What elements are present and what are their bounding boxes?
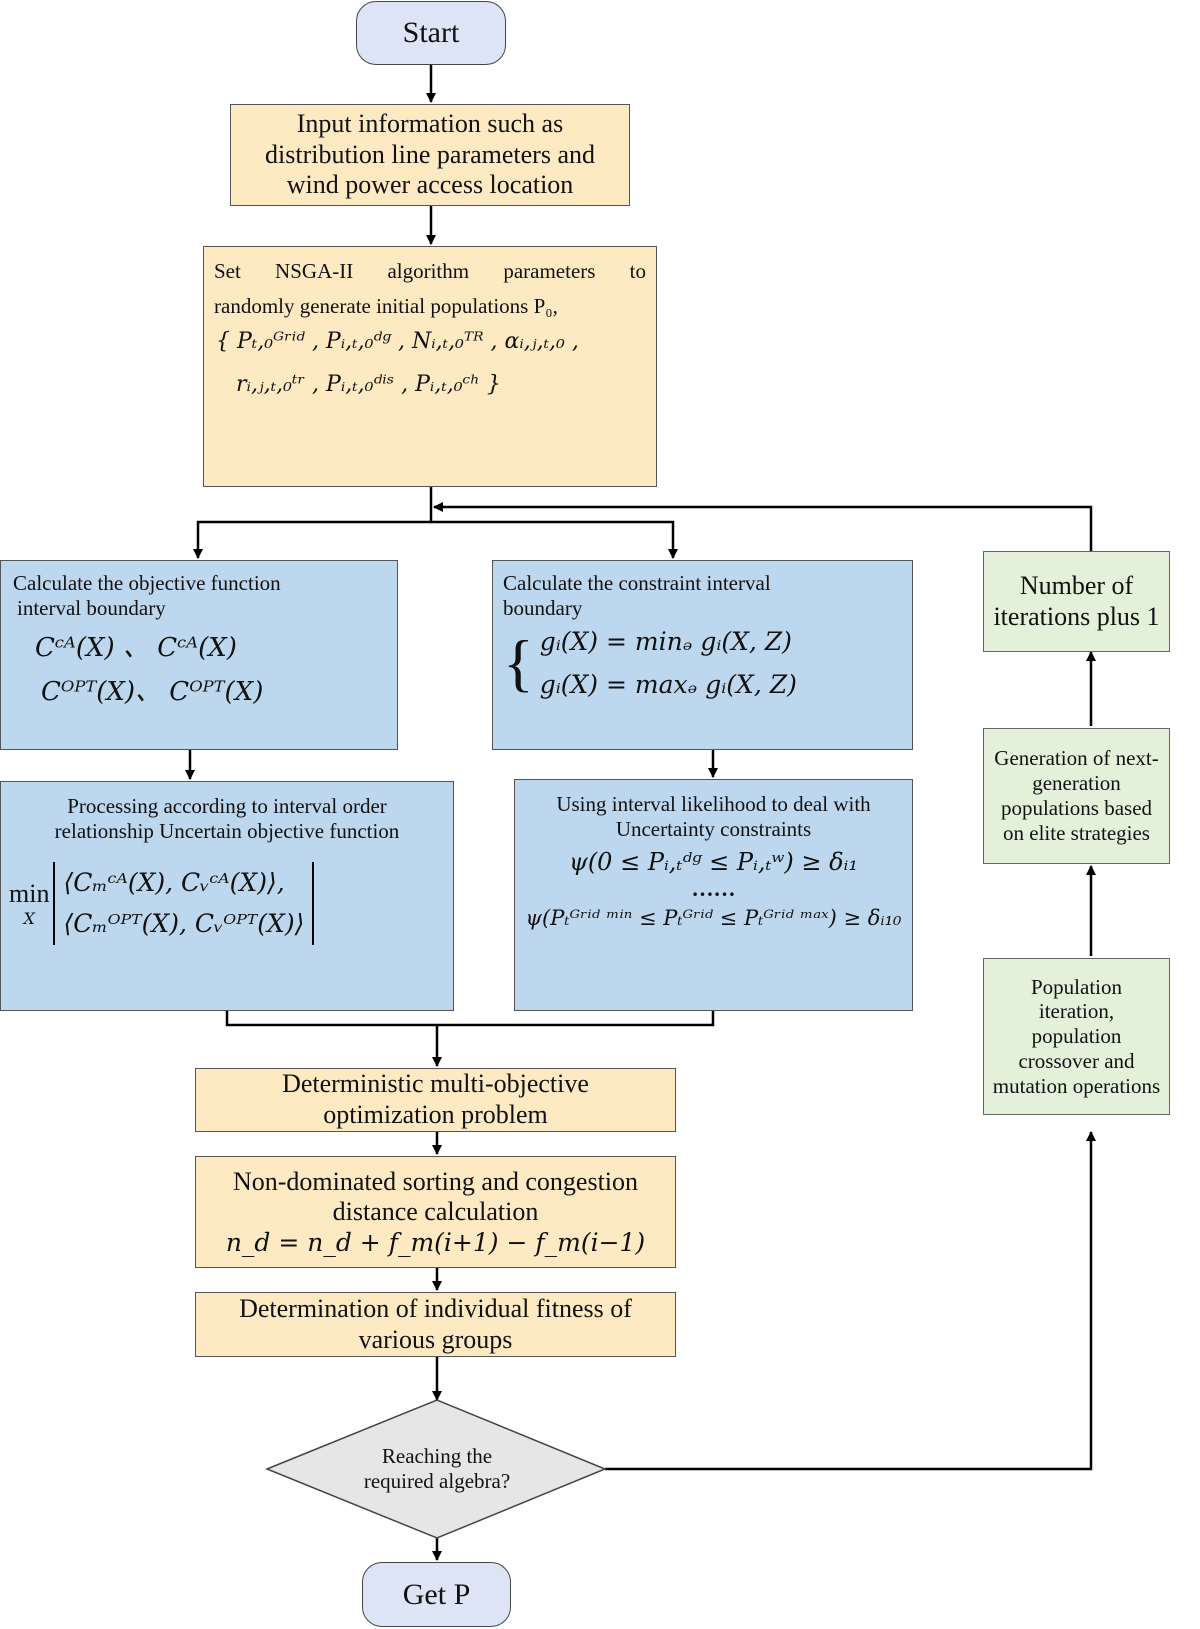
interval-order-title-2: relationship Uncertain objective functio… [54, 818, 400, 843]
next-gen-line-1: Generation of next- [994, 746, 1159, 771]
likelihood-box: Using interval likelihood to deal with U… [514, 779, 913, 1011]
arrow-nsga-to-constraint [431, 520, 678, 559]
population-line-3: population [1031, 1024, 1122, 1049]
constraint-boundary-box: Calculate the constraint interval bounda… [492, 560, 913, 750]
constraint-formula-2: gᵢ(X) = maxₔ gᵢ(X, Z) [539, 670, 797, 700]
likelihood-title-1: Using interval likelihood to deal with [556, 792, 871, 816]
start-terminal: Start [356, 1, 506, 65]
min-operator: min [9, 878, 50, 908]
input-info-line-2: distribution line parameters and [265, 139, 595, 169]
interval-order-box: Processing according to interval order r… [0, 781, 454, 1011]
fitness-line-1: Determination of individual fitness of [239, 1293, 632, 1323]
objective-boundary-box: Calculate the objective function interva… [0, 560, 398, 750]
decision-line-2: required algebra? [363, 1469, 511, 1493]
nsga-line-1: Set NSGA-II algorithm parameters to [214, 259, 646, 283]
constraint-title-1: Calculate the constraint interval [503, 571, 771, 595]
interval-order-title-1: Processing according to interval order [67, 794, 387, 818]
interval-order-formula-1: ⟨Cₘᶜᴬ(X), Cᵥᶜᴬ(X)⟩, [63, 867, 285, 897]
next-gen-line-2: generation [1032, 771, 1121, 796]
fitness-box: Determination of individual fitness of v… [195, 1292, 676, 1357]
objective-title-1: Calculate the objective function [13, 571, 281, 595]
nsga-set-line-2: rᵢ,ⱼ,ₜ,₀ᵗʳ , Pᵢ,ₜ,₀ᵈⁱˢ , Pᵢ,ₜ,₀ᶜʰ } [236, 372, 501, 398]
interval-order-formula: min X ⟨Cₘᶜᴬ(X), Cᵥᶜᴬ(X)⟩, ⟨Cₘᴼᴾᵀ(X), Cᵥᴼ… [9, 861, 445, 945]
nondominated-formula: n_d = n_d + f_m(i+1) − f_m(i−1) [225, 1227, 646, 1257]
deterministic-box: Deterministic multi-objective optimizati… [195, 1068, 676, 1132]
min-bracket: ⟨Cₘᶜᴬ(X), Cᵥᶜᴬ(X)⟩, ⟨Cₘᴼᴾᵀ(X), Cᵥᴼᴾᵀ(X)⟩ [53, 861, 315, 945]
next-gen-line-3: populations based [1000, 796, 1153, 820]
arrow-nsga-to-objective [193, 486, 433, 559]
objective-formula-2: Cᴼᴾᵀ(X)、 Cᴼᴾᵀ(X) [41, 677, 264, 708]
min-subscript: X [23, 908, 35, 928]
objective-formula-1: Cᶜᴬ(X) 、 Cᶜᴬ(X) [35, 632, 237, 663]
fitness-line-2: various groups [358, 1324, 513, 1354]
nondominated-line-1: Non-dominated sorting and congestion [232, 1166, 639, 1196]
deterministic-line-1: Deterministic multi-objective [282, 1069, 589, 1099]
nsga-line-2: randomly generate initial populations P₀… [214, 293, 558, 318]
input-info-line-1: Input information such as [296, 108, 564, 138]
merge-line [225, 1010, 715, 1027]
likelihood-formula-1: ψ(0 ≤ Pᵢ,ₜᵈᵍ ≤ Pᵢ,ₜʷ) ≥ δᵢ₁ [569, 847, 858, 876]
arrow-decision-to-population [605, 1131, 1096, 1471]
population-iteration-box: Population iteration, population crossov… [983, 958, 1170, 1115]
constraint-formula-group: { gᵢ(X) = minₔ gᵢ(X, Z) gᵢ(X) = maxₔ gᵢ(… [503, 627, 902, 700]
population-line-1: Population [1030, 974, 1122, 999]
nondominated-box: Non-dominated sorting and congestion dis… [195, 1156, 676, 1268]
constraint-brace: { [503, 627, 534, 699]
start-label: Start [402, 16, 460, 49]
nondominated-line-2: distance calculation [332, 1197, 539, 1227]
next-gen-line-4: on elite strategies [1003, 820, 1150, 845]
decision-diamond [265, 1399, 607, 1539]
population-line-2: iteration, [1038, 999, 1115, 1024]
deterministic-line-2: optimization problem [323, 1100, 548, 1129]
likelihood-formula-2: ψ(Pₜᴳʳⁱᵈ ᵐⁱⁿ ≤ Pₜᴳʳⁱᵈ ≤ Pₜᴳʳⁱᵈ ᵐᵃˣ) ≥ δᵢ… [525, 905, 902, 930]
decision-label: Reaching the required algebra? [317, 1436, 557, 1502]
arrow-loop-back [433, 502, 1093, 551]
population-line-5: mutation operations [992, 1073, 1161, 1098]
decision-line-1: Reaching the [381, 1444, 493, 1469]
nsga-params-box: Set NSGA-II algorithm parameters to rand… [203, 246, 657, 487]
iterations-box: Number of iterations plus 1 [983, 551, 1170, 652]
objective-title-2: interval boundary [17, 595, 166, 620]
constraint-title-2: boundary [503, 595, 583, 620]
interval-order-formula-2: ⟨Cₘᴼᴾᵀ(X), Cᵥᴼᴾᵀ(X)⟩ [63, 909, 305, 939]
input-info-line-3: wind power access location [286, 170, 574, 200]
next-generation-box: Generation of next- generation populatio… [983, 728, 1170, 864]
population-line-4: crossover and [1018, 1048, 1135, 1073]
iterations-line-2: iterations plus 1 [993, 601, 1160, 631]
likelihood-dots: …… [691, 875, 736, 901]
constraint-formula-1: gᵢ(X) = minₔ gᵢ(X, Z) [539, 626, 792, 656]
end-label: Get P [402, 1577, 471, 1611]
end-terminal: Get P [362, 1562, 511, 1627]
likelihood-title-2: Uncertainty constraints [615, 816, 812, 841]
nsga-set-line-1: { Pₜ,₀ᴳʳⁱᵈ , Pᵢ,ₜ,₀ᵈᵍ , Nᵢ,ₜ,₀ᵀᴿ , αᵢ,ⱼ,… [216, 328, 579, 354]
input-info-box: Input information such as distribution l… [230, 104, 630, 206]
iterations-line-1: Number of [1019, 570, 1134, 600]
